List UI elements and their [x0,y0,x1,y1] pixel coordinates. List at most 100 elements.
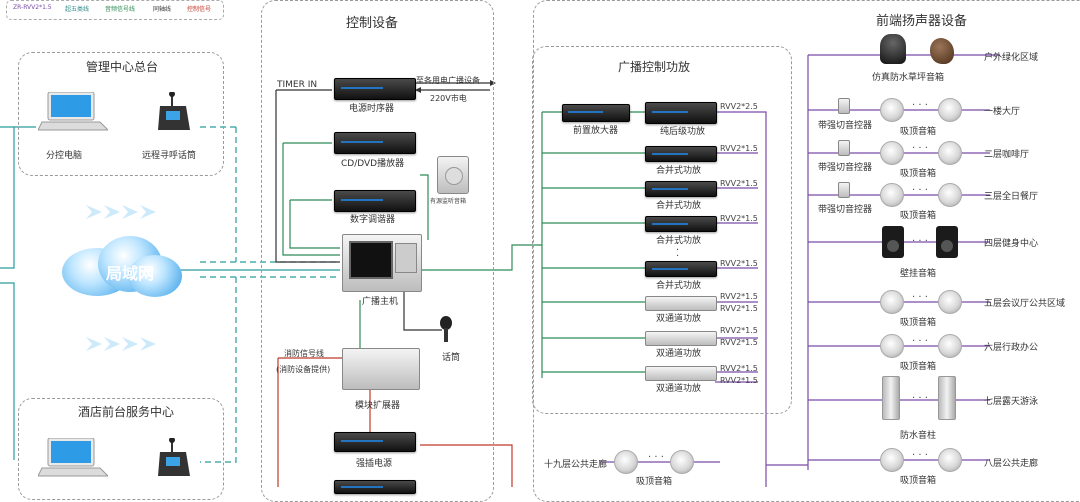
microphone-icon [438,316,454,348]
wall-speaker-icon [936,226,958,258]
ceiling-speaker-icon [670,450,694,474]
front-speaker-outer-panel [533,0,1080,502]
cable-label-15-c: RVV2*1.5 [720,214,758,223]
cable-label-25: RVV2*2.5 [720,102,758,111]
volume-controller-label: 带强切音控器 [818,163,873,173]
rock-speaker-icon [930,38,954,64]
ceiling-label: 吸顶音箱 [900,211,937,221]
ceiling-speaker-icon [880,98,904,122]
monitor-speaker-label: 有源监听音箱 [430,198,467,205]
cable-label-15-e: RVV2*1.5 [720,292,758,301]
dual-amp-3-label: 双通道功放 [656,384,702,394]
ceiling-speaker-icon [880,448,904,472]
legend: ZR-RVV2*1.5 超五类线 音频信号线 同轴线 控制信号 [6,0,224,20]
cable-label-15-a: RVV2*1.5 [720,144,758,153]
zone-9: 八层公共走廊 [984,459,1039,469]
dots-icon: · · · [912,143,928,154]
front-speaker-title: 前端扬声器设备 [876,14,968,29]
force-power-label: 强插电源 [356,459,393,469]
dots-icon: · · · [912,100,928,111]
ceiling-speaker-icon [938,334,962,358]
cable-label-15-b: RVV2*1.5 [720,179,758,188]
combined-amp-1 [645,146,717,162]
zone-3: 二层咖啡厅 [984,150,1030,160]
ceiling-label: 吸顶音箱 [900,127,937,137]
bottom-device [334,480,416,494]
zone-2: 一楼大厅 [984,107,1021,117]
cable-label-15-d: RVV2*1.5 [720,259,758,268]
ceiling-speaker-icon [880,290,904,314]
combined-amp-4-label: 合并式功放 [656,281,702,291]
column-speaker-icon [938,376,956,420]
ceiling-label: 吸顶音箱 [900,169,937,179]
ceiling-speaker-icon [938,141,962,165]
ceiling-speaker-icon [938,448,962,472]
floor19-label: 十九层公共走廊 [544,460,608,470]
lan-cloud-part-2 [128,255,182,297]
microphone-label: 话筒 [442,353,461,363]
remote-mic-label: 远程寻呼话筒 [142,151,197,161]
control-equipment-title: 控制设备 [346,16,399,31]
dots-icon: · · · [912,393,928,404]
dots-icon: · · · [912,236,928,247]
ceiling-speaker-icon [880,183,904,207]
to-equipment-label: 至各用电广播设备 [416,76,480,85]
zone-8: 七层露天游泳 [984,397,1039,407]
power-sequencer-device [334,78,416,100]
cable-label-15-g: RVV2*1.5 [720,326,758,335]
cable-label-15-j: RVV2*1.5 [720,376,758,385]
tuner-label: 数字调谐器 [350,215,396,225]
ceiling-label: 吸顶音箱 [900,318,937,328]
dots-icon: · · · [912,450,928,461]
pure-amp-label: 纯后级功放 [660,127,706,137]
mgmt-center-title: 管理中心总台 [86,60,159,74]
combined-amp-1-label: 合并式功放 [656,166,702,176]
dual-amp-1 [645,296,717,311]
tuner-device [334,190,416,212]
broadcast-amp-title: 广播控制功放 [618,60,691,74]
cable-label-15-h: RVV2*1.5 [720,338,758,347]
paging-mic-icon-2 [158,437,190,482]
zone-5: 四层健身中心 [984,239,1039,249]
hotel-desk-title: 酒店前台服务中心 [78,405,175,419]
ceiling-speaker-icon [938,290,962,314]
broadcast-amp-panel [532,46,792,414]
cable-label-15-f: RVV2*1.5 [720,304,758,313]
legend-item-2: 超五类线 [65,6,90,13]
legend-item-1: ZR-RVV2*1.5 [13,4,52,11]
paging-mic-icon [158,91,190,136]
dots-icon: · · · [912,292,928,303]
dual-amp-2-label: 双通道功放 [656,349,702,359]
legend-item-4: 同轴线 [153,6,172,13]
ceiling-label: 吸顶音箱 [900,362,937,372]
preamp-device [562,104,630,122]
pure-amp-device [645,102,717,124]
fire-signal-label: 消防信号线 [284,349,324,358]
ellipsis-dots: ··· [676,239,680,262]
module-expander-device [342,348,420,390]
ceiling-speaker-icon [938,183,962,207]
laptop-icon-2 [37,437,110,477]
dots-icon: · · · [912,185,928,196]
timer-in-label: TIMER IN [277,80,318,90]
ceiling-speaker-icon [938,98,962,122]
force-power-device [334,432,416,452]
zone-4: 三层全日餐厅 [984,192,1039,202]
dual-amp-3 [645,366,717,381]
mains-label: 220V市电 [430,94,467,103]
combined-amp-2 [645,181,717,197]
volume-controller-icon [838,140,850,156]
combined-amp-4 [645,261,717,277]
preamp-label: 前置放大器 [573,126,619,136]
dual-amp-1-label: 双通道功放 [656,314,702,324]
dual-amp-2 [645,331,717,346]
power-sequencer-label: 电源时序器 [349,104,395,114]
wall-speaker-icon [882,226,904,258]
lan-label: 局域网 [106,264,155,283]
combined-amp-3 [645,216,717,232]
lawn-speaker-label: 仿真防水草坪音箱 [872,73,945,83]
mgmt-center-panel [18,52,224,176]
cd-player-label: CD/DVD播放器 [341,159,405,169]
wall-speaker-label: 壁挂音箱 [900,269,937,279]
ceiling-speaker-icon [614,450,638,474]
